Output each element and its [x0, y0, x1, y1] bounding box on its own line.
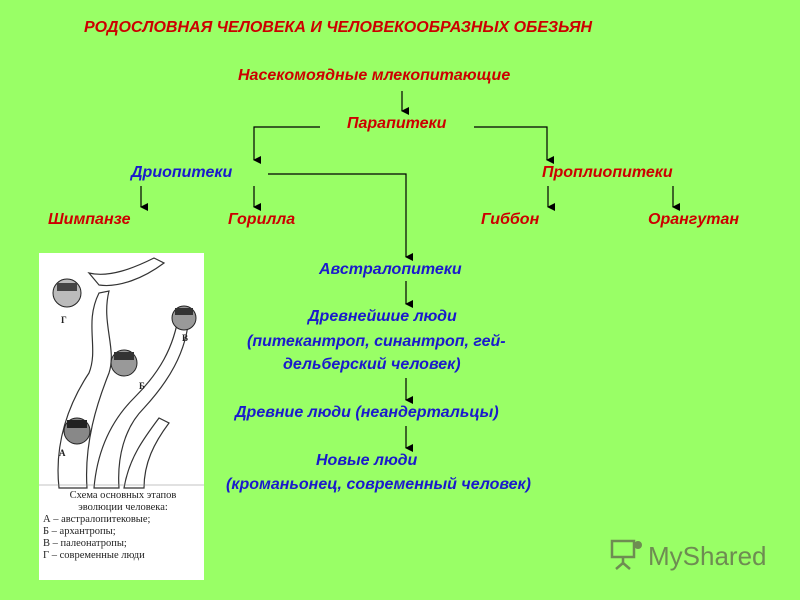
node-chimpanzee: Шимпанзе — [48, 211, 131, 228]
diagram-title: РОДОСЛОВНАЯ ЧЕЛОВЕКА И ЧЕЛОВЕКООБРАЗНЫХ … — [84, 19, 593, 36]
watermark-text: MyShared — [648, 541, 767, 571]
head-modern — [52, 278, 82, 308]
watermark: MyShared — [608, 537, 768, 573]
node-ancient-people-line2: (питекантроп, синантроп, гей- — [247, 333, 506, 350]
caption-item-b: Б – архантропы; — [43, 526, 116, 537]
caption-item-g: Г – современные люди — [43, 550, 145, 561]
node-orangutan: Орангутан — [648, 211, 740, 228]
label-a: А — [59, 448, 66, 458]
arrow-parapithecus-propliopithecus — [474, 126, 554, 164]
node-ancient-people-line3: дельберский человек) — [283, 356, 461, 373]
label-v: В — [182, 333, 189, 343]
node-australopithecus: Австралопитеки — [319, 261, 462, 278]
node-new-people-line1: Новые люди — [316, 452, 418, 469]
node-propliopithecus: Проплиопитеки — [542, 164, 673, 181]
arrow-parapithecus-dryopithecus — [253, 126, 320, 164]
label-b: Б — [139, 381, 145, 391]
node-old-people: Древние люди (неандертальцы) — [235, 404, 499, 421]
evolution-illustration: Г В Б А Схема основных этапов эволюции ч… — [39, 253, 204, 580]
caption-item-v: В – палеонатропы; — [43, 538, 127, 549]
node-gibbon: Гиббон — [481, 211, 540, 228]
caption-title-2: эволюции человека: — [78, 502, 168, 513]
illustration-caption: Схема основных этапов эволюции человека:… — [43, 490, 203, 562]
presentation-icon — [610, 539, 642, 570]
label-g: Г — [61, 315, 67, 325]
caption-title-1: Схема основных этапов — [69, 490, 177, 501]
node-new-people-line2: (кроманьонец, современный человек) — [226, 476, 531, 493]
caption-item-a: А – австралопитековые; — [43, 514, 151, 525]
node-dryopithecus: Дриопитеки — [131, 164, 233, 181]
node-gorilla: Горилла — [228, 211, 296, 228]
arrow-dryopithecus-australopithecus — [268, 173, 413, 261]
evolution-tree-drawing — [39, 257, 204, 489]
node-parapithecus: Парапитеки — [347, 115, 447, 132]
node-ancient-people-line1: Древнейшие люди — [308, 308, 457, 325]
node-insectivores: Насекомоядные млекопитающие — [238, 67, 511, 84]
